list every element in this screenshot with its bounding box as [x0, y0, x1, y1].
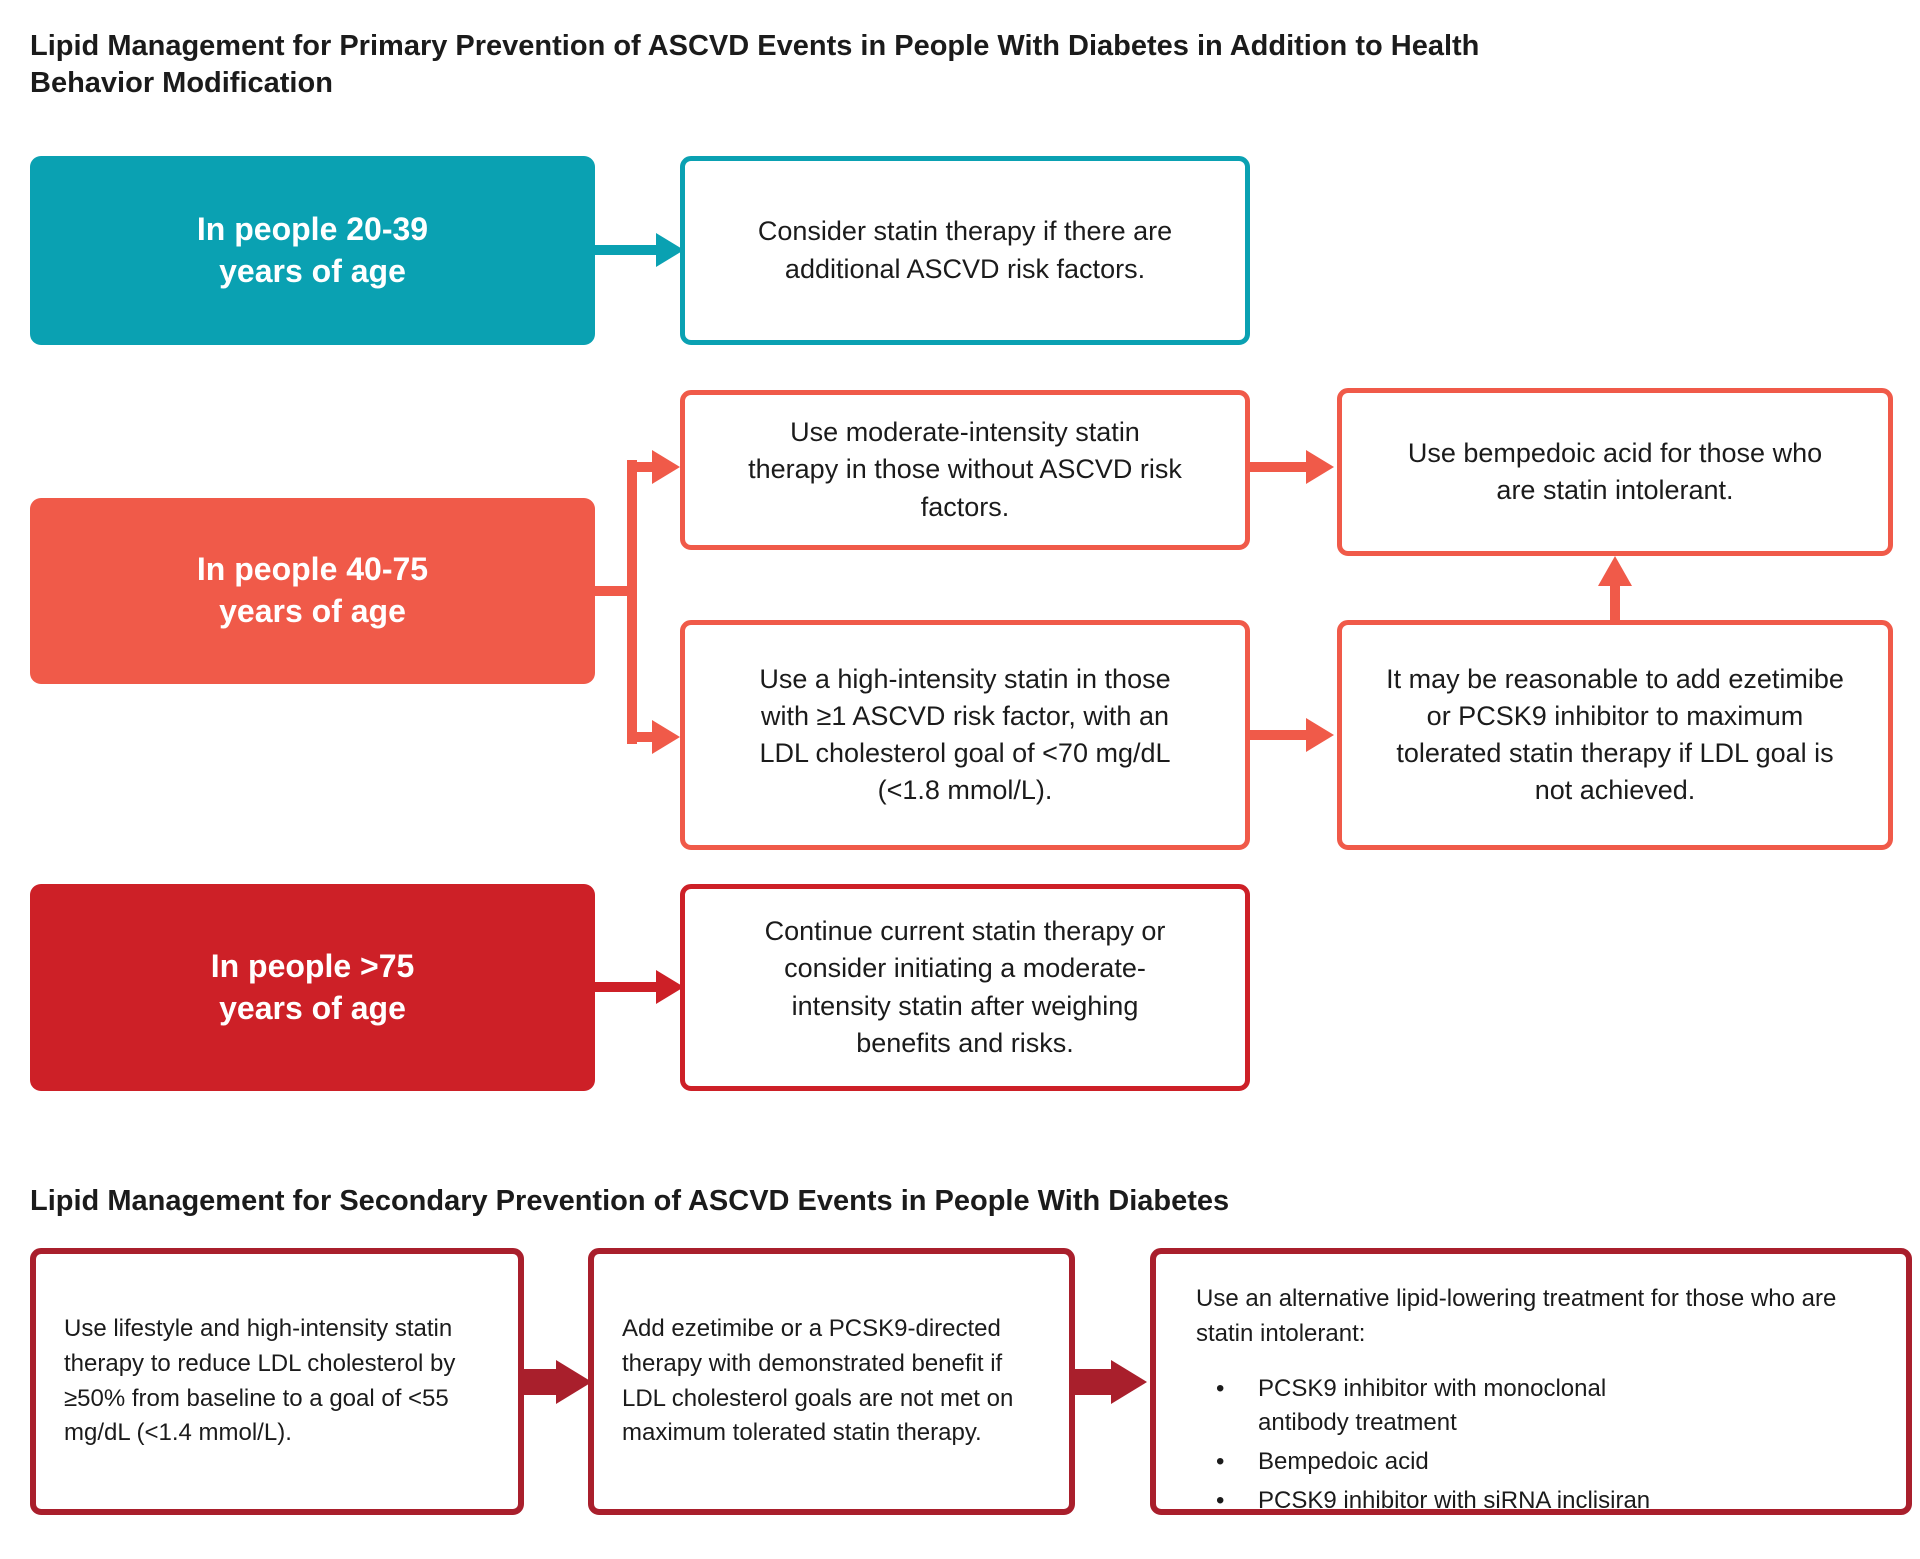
rec-box-ezetimibe-pcsk9-text: It may be reasonable to add ezetimibe or… [1386, 663, 1844, 806]
step3-bullet-item: PCSK9 inhibitor with siRNA inclisiran [1210, 1484, 1698, 1519]
age-label-line1: In people 40-75 [196, 551, 429, 588]
age-label-line1: In people >75 [210, 947, 415, 984]
arrow-over-75-head [656, 970, 684, 1004]
age-box-20-39-label: In people 20-39 years of age [197, 209, 428, 292]
rec-box-20-39-text: Consider statin therapy if there are add… [757, 216, 1173, 284]
step-box-3: Use an alternative lipid-lowering treatm… [1150, 1248, 1912, 1519]
arrow-high-to-ezetimibe-head [1306, 718, 1334, 752]
arrow-step1-to-step2-shaft [524, 1369, 558, 1395]
rec-box-high-statin-text: Use a high-intensity statin in those wit… [759, 663, 1171, 806]
arrow-20-39-shaft [595, 245, 657, 255]
step-box-2: Add ezetimibe or a PCSK9-directed therap… [588, 1248, 1075, 1515]
age-label-line1: In people 20-39 [196, 210, 429, 247]
step3-bullet-item: PCSK9 inhibitor with monoclonal antibody… [1210, 1372, 1698, 1442]
age-box-over-75: In people >75 years of age [30, 884, 595, 1091]
arrow-over-75-shaft [595, 982, 657, 992]
step-box-1-text: Use lifestyle and high-intensity statin … [64, 1314, 456, 1447]
age-box-40-75: In people 40-75 years of age [30, 498, 595, 684]
branch-arrow-40-75-vertical [627, 460, 637, 744]
age-box-over-75-label: In people >75 years of age [211, 946, 415, 1029]
branch-arrow-40-75-bottom-shaft [627, 732, 655, 742]
age-label-line2: years of age [219, 989, 406, 1026]
arrow-ezetimibe-to-bempedoic-up-shaft [1610, 584, 1620, 622]
age-label-line2: years of age [219, 252, 406, 289]
rec-box-moderate-statin-text: Use moderate-intensity statin therapy in… [748, 417, 1182, 522]
step-box-1: Use lifestyle and high-intensity statin … [30, 1248, 524, 1515]
rec-box-ezetimibe-pcsk9: It may be reasonable to add ezetimibe or… [1337, 620, 1893, 850]
age-box-40-75-label: In people 40-75 years of age [197, 549, 428, 632]
age-label-line2: years of age [219, 593, 406, 629]
arrow-step1-to-step2-head [556, 1360, 592, 1404]
arrow-step2-to-step3-head [1111, 1360, 1147, 1404]
age-box-20-39: In people 20-39 years of age [30, 156, 595, 345]
arrow-ezetimibe-to-bempedoic-up-head [1598, 556, 1632, 586]
arrow-20-39-head [656, 233, 684, 267]
rec-box-over-75-text: Continue current statin therapy or consi… [764, 916, 1166, 1058]
branch-arrow-40-75-bottom-head [652, 720, 680, 754]
page-title-primary: Lipid Management for Primary Prevention … [30, 30, 1480, 99]
step-box-3-intro: Use an alternative lipid-lowering treatm… [1196, 1285, 1837, 1347]
arrow-moderate-to-bempedoic-head [1306, 450, 1334, 484]
rec-box-bempedoic-text: Use bempedoic acid for those who are sta… [1407, 437, 1823, 505]
rec-box-high-statin: Use a high-intensity statin in those wit… [680, 620, 1250, 850]
arrow-step2-to-step3-shaft [1075, 1369, 1113, 1395]
branch-arrow-40-75-top-shaft [627, 462, 655, 472]
rec-box-over-75: Continue current statin therapy or consi… [680, 884, 1250, 1091]
branch-arrow-40-75-stub [595, 586, 637, 596]
arrow-high-to-ezetimibe-shaft [1250, 730, 1308, 740]
arrow-moderate-to-bempedoic-shaft [1250, 462, 1308, 472]
step3-bullet-item: Bempedoic acid [1210, 1445, 1698, 1480]
step-box-2-text: Add ezetimibe or a PCSK9-directed therap… [622, 1314, 1014, 1447]
rec-box-bempedoic: Use bempedoic acid for those who are sta… [1337, 388, 1893, 556]
step3-bullet-list: PCSK9 inhibitor with monoclonal antibody… [1196, 1372, 1866, 1519]
rec-box-20-39: Consider statin therapy if there are add… [680, 156, 1250, 345]
page-title-secondary: Lipid Management for Secondary Preventio… [30, 1185, 1230, 1217]
rec-box-moderate-statin: Use moderate-intensity statin therapy in… [680, 390, 1250, 550]
branch-arrow-40-75-top-head [652, 450, 680, 484]
